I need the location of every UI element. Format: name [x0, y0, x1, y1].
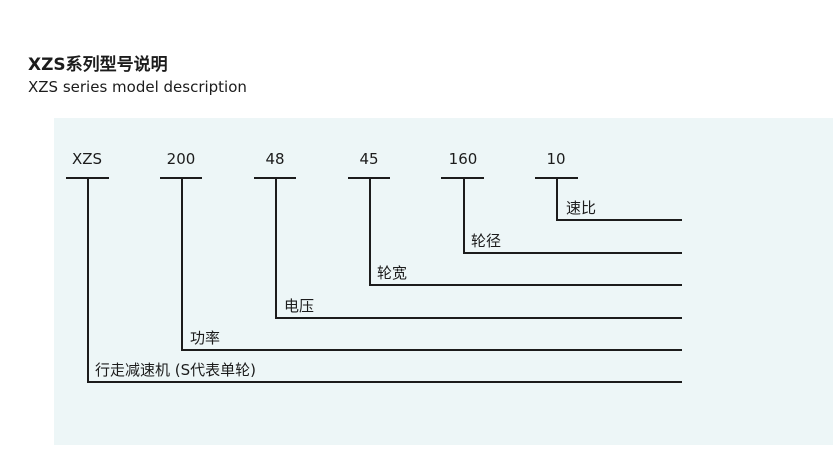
label-wheel-diameter: 轮径 [471, 232, 502, 250]
label-ratio: 速比 [566, 199, 597, 217]
leader-line [87, 381, 682, 383]
label-wheel-width: 轮宽 [377, 264, 408, 282]
code-power: 200 [166, 150, 196, 168]
code-underline [441, 177, 484, 179]
label-series: 行走减速机 (S代表单轮) [95, 361, 256, 379]
leader-line [181, 349, 682, 351]
connector-line [463, 177, 465, 253]
model-diagram-panel [54, 118, 833, 445]
connector-line [275, 177, 277, 318]
leader-line [369, 284, 682, 286]
connector-line [181, 177, 183, 350]
leader-line [463, 252, 682, 254]
label-power: 功率 [190, 329, 221, 347]
page-subtitle: XZS series model description [28, 78, 247, 96]
code-wheel-diameter: 160 [448, 150, 478, 168]
connector-line [369, 177, 371, 285]
label-voltage: 电压 [284, 297, 315, 315]
leader-line [556, 219, 682, 221]
code-wheel-width: 45 [359, 150, 379, 168]
code-voltage: 48 [265, 150, 285, 168]
leader-line [275, 317, 682, 319]
page-title: XZS系列型号说明 [28, 55, 168, 75]
connector-line [87, 177, 89, 382]
connector-line [556, 177, 558, 220]
code-ratio: 10 [546, 150, 566, 168]
code-series: XZS [71, 150, 103, 168]
